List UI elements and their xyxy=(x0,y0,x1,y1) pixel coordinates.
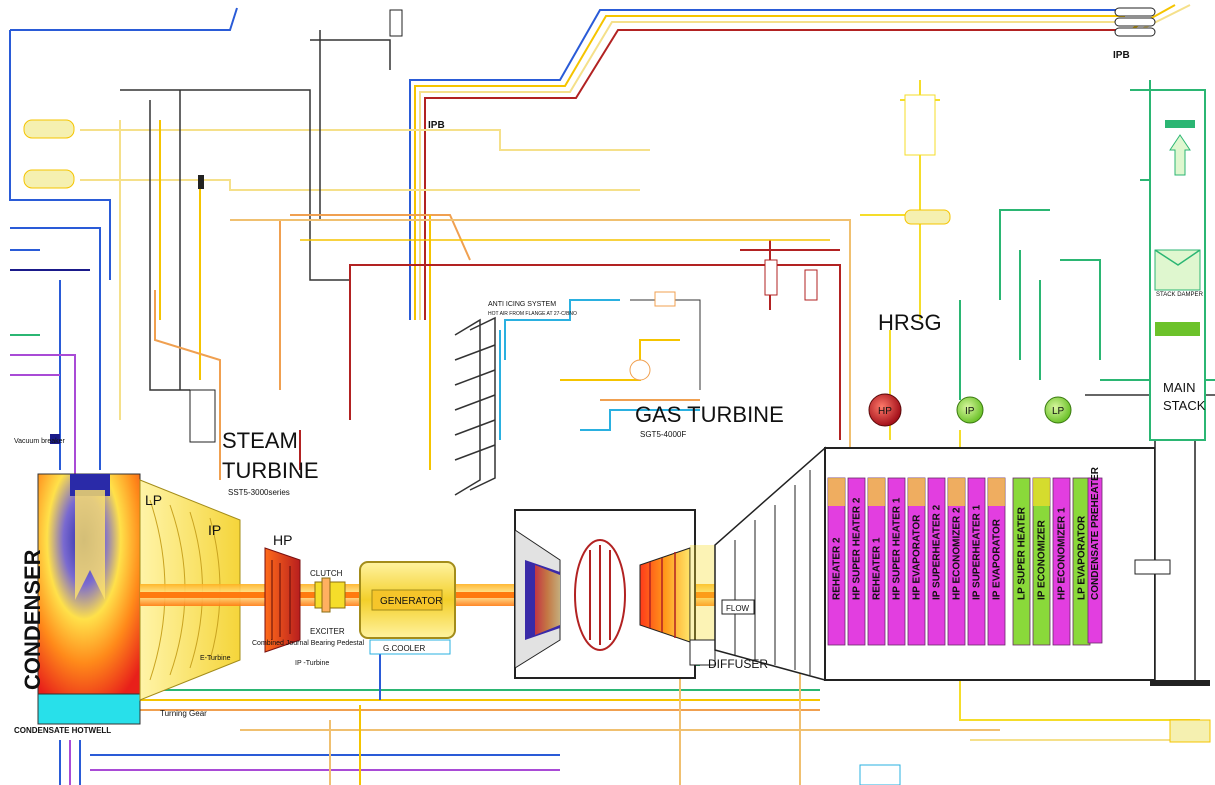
stack-damper-label: STACK DAMPER xyxy=(1156,292,1204,298)
condenser-label: CONDENSER xyxy=(20,549,45,690)
hp-label: HP xyxy=(273,532,292,548)
hrsg-module-cap xyxy=(868,478,885,506)
main-stack-label-2: STACK xyxy=(1163,398,1206,413)
hrsg-module-label: CONDENSATE PREHEATER xyxy=(1090,466,1101,600)
hrsg-module-label: HP ECONOMIZER 1 xyxy=(1057,507,1068,600)
hp-drum-label: HP xyxy=(878,406,892,417)
ip-drum-label: IP xyxy=(965,406,975,417)
hrsg-module-label: IP SUPERHEATER 1 xyxy=(972,504,983,600)
ipb-top-label: IPB xyxy=(1113,50,1130,61)
generator xyxy=(360,562,455,654)
exciter-label: EXCITER xyxy=(310,627,345,636)
hrsg-module-label: LP SUPER HEATER xyxy=(1017,506,1028,600)
ip-turbine-label: IP -Turbine xyxy=(295,660,329,667)
exciter xyxy=(315,578,345,612)
hrsg-module-cap xyxy=(988,478,1005,506)
clutch-label: CLUTCH xyxy=(310,569,343,578)
hp-turbine xyxy=(265,548,300,652)
hrsg-module-cap xyxy=(908,478,925,506)
g-cooler-label: G.COOLER xyxy=(383,644,425,653)
lp-drum-label: LP xyxy=(1052,406,1065,417)
e-turbine-label: E-Turbine xyxy=(200,655,231,662)
gas-turbine xyxy=(515,510,715,678)
hrsg-module-cap xyxy=(1033,478,1050,506)
hrsg-modules: REHEATER 2 HP SUPER HEATER 2 REHEATER 1 HP … xyxy=(828,466,1102,645)
lp-label: LP xyxy=(145,492,162,508)
ip-label: IP xyxy=(208,522,221,538)
main-stack-label: MAIN xyxy=(1163,380,1196,395)
hrsg-module-cap xyxy=(828,478,845,506)
ipb-busbar xyxy=(1115,28,1155,36)
anti-icing-coils xyxy=(455,318,495,495)
ipb-mid-label: IPB xyxy=(428,120,445,131)
hrsg-module-label: IP SUPERHEATER 2 xyxy=(932,504,943,600)
condenser xyxy=(38,434,140,724)
steam-turbine-label: STEAM xyxy=(222,428,298,453)
hrsg-module-label: IP ECONOMIZER xyxy=(1037,519,1048,600)
condensate-hotwell-label: CONDENSATE HOTWELL xyxy=(14,726,111,735)
hrsg-module-cap xyxy=(948,478,965,506)
hrsg-module-label: IP EVAPORATOR xyxy=(992,518,1003,600)
hrsg-module-label: HP ECONOMIZER 2 xyxy=(952,507,963,600)
hrsg-module-label: HP SUPER HEATER 1 xyxy=(892,497,903,600)
gas-turbine-model: SGT5-4000F xyxy=(640,430,686,439)
anti-icing-sub-label: HOT AIR FROM FLANGE AT 27-C/BNO xyxy=(488,311,577,317)
flow-label: FLOW xyxy=(726,604,750,613)
steam-turbine-label-2: TURBINE xyxy=(222,458,319,483)
ipb-busbar xyxy=(1115,18,1155,26)
hrsg-label: HRSG xyxy=(878,310,942,335)
generator-label: GENERATOR xyxy=(380,596,442,607)
anti-icing-label: ANTI ICING SYSTEM xyxy=(488,301,556,308)
vacuum-breaker-label: Vacuum breaker xyxy=(14,438,66,445)
combined-bearing-label: Combined Journal Bearing Pedestal xyxy=(252,640,365,647)
hrsg-module-label: HP SUPER HEATER 2 xyxy=(852,497,863,600)
hrsg-module-label: LP EVAPORATOR xyxy=(1077,515,1088,600)
hrsg-module-label: REHEATER 1 xyxy=(872,537,883,600)
steam-turbine-model: SST5-3000series xyxy=(228,488,290,497)
gas-turbine-label: GAS TURBINE xyxy=(635,402,784,427)
hrsg-module-label: REHEATER 2 xyxy=(832,537,843,600)
ipb-busbar xyxy=(1115,8,1155,16)
diffuser-label: DIFFUSER xyxy=(708,657,768,671)
hrsg-module-label: HP EVAPORATOR xyxy=(912,514,923,600)
diffuser xyxy=(715,448,825,680)
turning-gear-label: Turning Gear xyxy=(160,709,207,718)
